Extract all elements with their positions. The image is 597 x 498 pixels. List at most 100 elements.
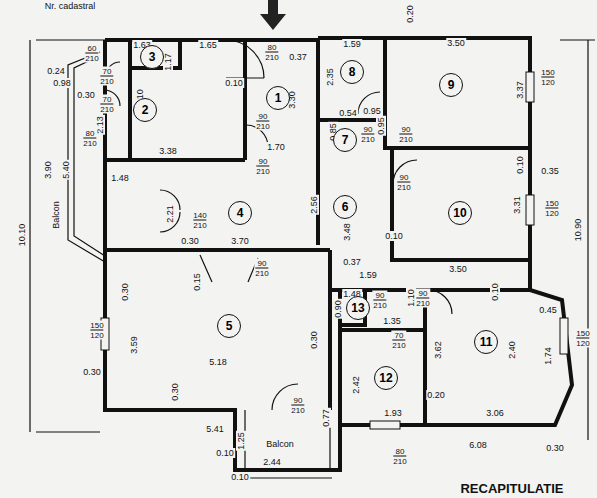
callout-number: 10 (453, 206, 466, 220)
dimension-text: 90 (373, 291, 386, 300)
dimension-text: 60 (85, 44, 98, 53)
dimension-text: 210 (193, 220, 206, 230)
dimension-label: 2.42 (351, 375, 361, 395)
dimension-text: 210 (100, 104, 113, 114)
dimension-label: 0.10 (515, 155, 525, 175)
dimension-label: 1.17 (163, 52, 173, 72)
dimension-text: 70 (100, 95, 113, 104)
dimension-text: 90 (256, 157, 269, 166)
dimension-label: 3.70 (230, 236, 250, 246)
dimension-label: 0.15 (192, 272, 202, 292)
dimension-label: 0.54 (338, 108, 358, 118)
dimension-text: 210 (100, 76, 113, 86)
door-size: 90210 (415, 289, 430, 308)
door-size: 90210 (255, 157, 270, 176)
dimension-label: 0.37 (288, 52, 308, 62)
callout-number: 1 (275, 91, 282, 105)
dimension-text: 120 (90, 330, 103, 340)
door-size: 90210 (255, 112, 270, 131)
door-size: 60210 (84, 44, 99, 63)
room-number: 3 (140, 45, 164, 69)
dimension-text: 210 (393, 456, 406, 466)
callout-number: 8 (349, 65, 356, 79)
door-size: 150120 (89, 321, 104, 340)
room-number: 13 (346, 296, 370, 320)
dimension-label: 3.62 (433, 340, 443, 360)
dimension-text: 90 (256, 112, 269, 121)
dimension-text: 90 (361, 125, 374, 134)
door-size: 150120 (544, 199, 559, 218)
dimension-label: 2.21 (165, 204, 175, 224)
dimension-label: RECAPITULATIE (459, 484, 564, 494)
dimension-label: 3.06 (485, 408, 505, 418)
dimension-label: 0.98 (52, 78, 72, 88)
dimension-label: 0.30 (170, 382, 180, 402)
dimension-text: 120 (576, 338, 589, 348)
dimension-text: 210 (416, 298, 429, 308)
dimension-text: 90 (399, 125, 412, 134)
door-size: 90210 (396, 173, 411, 192)
dimension-label: 0.20 (405, 4, 415, 24)
dimension-text: 210 (373, 300, 386, 310)
callout-number: 3 (149, 50, 156, 64)
room-number: 2 (133, 98, 157, 122)
dimension-label: 1.59 (358, 270, 378, 280)
callout-number: 2 (142, 103, 149, 117)
dimension-label: 1.59 (342, 39, 362, 49)
callout-number: 4 (237, 206, 244, 220)
dimension-label: 0.30 (545, 443, 565, 453)
dimension-label: 0.45 (538, 305, 558, 315)
dimension-label: Balcon (265, 439, 295, 449)
dimension-label: 3.31 (512, 195, 522, 215)
room-number: 12 (374, 366, 398, 390)
dimension-label: 3.50 (446, 38, 466, 48)
room-number: 7 (333, 128, 357, 152)
room-number: 8 (340, 60, 364, 84)
dimension-label: Balcon (51, 200, 61, 230)
dimension-label: 1.48 (110, 173, 130, 183)
dimension-label: 0.10 (230, 472, 250, 482)
door-size: 80210 (264, 43, 279, 62)
dimension-label: 1.70 (266, 142, 286, 152)
dimension-label: 0.30 (120, 282, 130, 302)
door-size: 90210 (254, 259, 269, 278)
dimension-label: 10.10 (17, 223, 27, 248)
door-size: 70210 (99, 67, 114, 86)
door-size: 90210 (290, 396, 305, 415)
dimension-label: 0.95 (362, 106, 382, 116)
callout-number: 11 (480, 335, 493, 349)
dimension-label: 3.37 (515, 80, 525, 100)
door-size: 80210 (392, 447, 407, 466)
dimension-label: 0.10 (490, 282, 500, 302)
dimension-label: 5.18 (208, 357, 228, 367)
callout-number: 13 (351, 301, 364, 315)
dimension-label: 0.30 (180, 236, 200, 246)
callout-number: 9 (448, 78, 455, 92)
dimension-label: 1.25 (236, 431, 246, 451)
dimension-label: 0.24 (46, 66, 66, 76)
dimension-label: 6.08 (468, 440, 488, 450)
dimension-text: 210 (265, 52, 278, 62)
dimension-text: 210 (361, 134, 374, 144)
dimension-text: 210 (256, 166, 269, 176)
dimension-label: 3.38 (158, 146, 178, 156)
dimension-label: 5.41 (205, 424, 225, 434)
dimension-label: 1.74 (543, 346, 553, 366)
dimension-text: 210 (255, 268, 268, 278)
dimension-text: 150 (576, 329, 589, 338)
dimension-text: 210 (85, 53, 98, 63)
dimension-label: 3.90 (43, 160, 53, 180)
dimension-label: 0.30 (309, 330, 319, 350)
dimension-text: 140 (193, 211, 206, 220)
dimension-text: 90 (397, 173, 410, 182)
dimension-text: 210 (399, 134, 412, 144)
dimension-label: 0.10 (224, 78, 244, 88)
door-size: 90210 (372, 291, 387, 310)
room-number: 1 (266, 86, 290, 110)
dimension-text: 210 (83, 138, 96, 148)
callout-number: 5 (226, 319, 233, 333)
dimension-label: 0.37 (342, 257, 362, 267)
dimension-label: 0.90 (333, 299, 343, 319)
callout-number: 7 (342, 133, 349, 147)
callout-number: 12 (379, 371, 392, 385)
